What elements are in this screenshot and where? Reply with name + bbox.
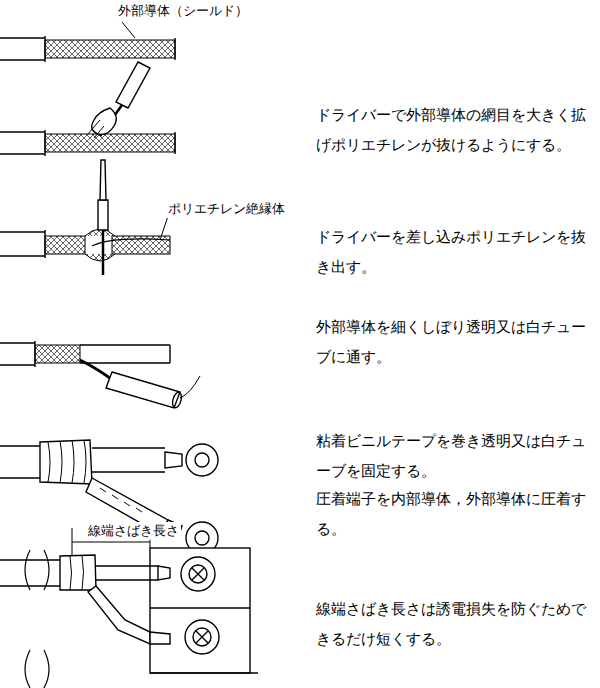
- instruction-note: 線端さばき長さは誘電損失を防ぐためできるだけ短くする。: [316, 594, 598, 654]
- cable-step-1: [0, 22, 175, 62]
- cable-step-2: [0, 62, 175, 156]
- instruction-note: ドライバーを差し込みポリエチレンを抜き出す。: [316, 222, 598, 282]
- cable-step-4: [0, 341, 200, 409]
- instruction-note: ドライバーで外部導体の網目を大きく拡げポリエチレンが抜けるようにする。: [316, 100, 598, 160]
- instruction-note: 外部導体を細くしぼり透明又は白チューブに通す。: [316, 312, 598, 372]
- cable-step-3: [0, 160, 170, 275]
- instruction-note: 圧着端子を内部導体，外部導体に圧着する。: [316, 484, 598, 544]
- cable-step-5: [0, 440, 218, 554]
- part-label: ポリエチレン絶縁体: [166, 200, 287, 218]
- instruction-note: 粘着ビニルテープを巻き透明又は白チューブを固定する。: [316, 426, 598, 486]
- cable-step-6: [0, 528, 258, 688]
- part-label: 線端さばき長さ: [86, 522, 181, 540]
- part-label: 外部導体（シールド）: [116, 2, 250, 20]
